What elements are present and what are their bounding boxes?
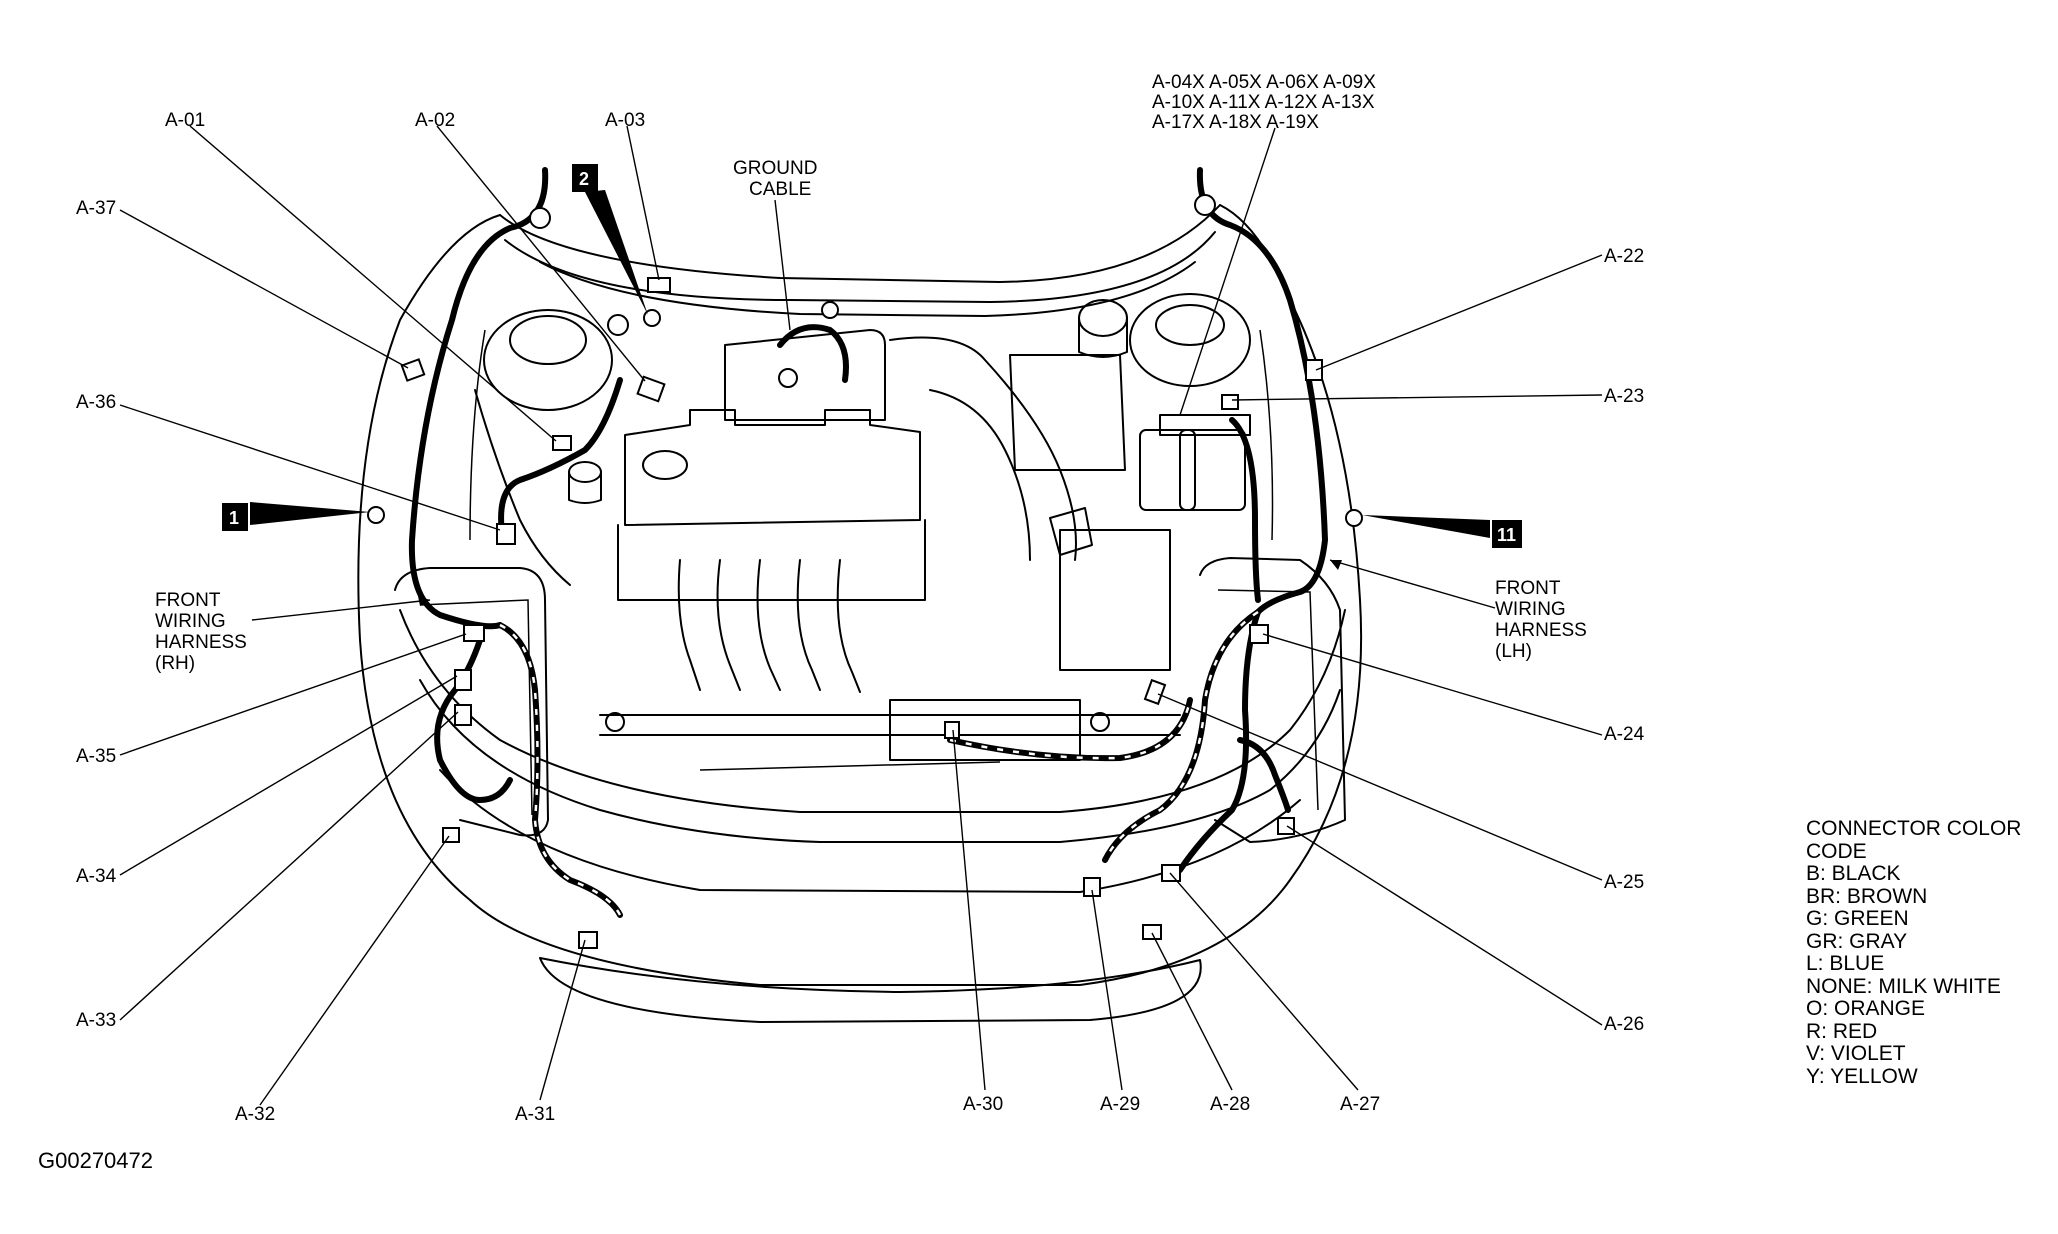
ground-cable: [777, 301, 849, 388]
fuse-relay-block: [1139, 414, 1251, 511]
label-harness-rh-line2: WIRING: [155, 611, 226, 632]
label-ground-cable-line1: GROUND: [733, 158, 817, 179]
leader-lines: [119, 125, 1603, 1106]
callout-labels: A-01 A-02 A-03 A-37 A-36 A-35 A-34 A-33 …: [76, 72, 1645, 1125]
connector-a01: [552, 435, 572, 451]
label-a27: A-27: [1340, 1094, 1380, 1115]
label-a34: A-34: [76, 866, 117, 887]
label-harness-rh-line1: FRONT: [155, 590, 221, 611]
ground-point-11-label: 11: [1497, 525, 1516, 545]
label-a36: A-36: [76, 392, 116, 413]
connector-color-legend: CONNECTOR COLOR CODE B: BLACK BR: BROWN …: [1806, 817, 2022, 1088]
label-a23: A-23: [1604, 386, 1644, 407]
label-a01: A-01: [165, 110, 205, 131]
connector-a37: [400, 358, 426, 382]
ground-point-2: 2: [572, 164, 648, 315]
connector-a22: [1305, 359, 1323, 381]
vehicle-outline: [357, 204, 1363, 1023]
connector-a28: [1142, 924, 1162, 940]
connector-a34: [454, 669, 472, 691]
label-a31: A-31: [515, 1104, 555, 1125]
connector-a02: [636, 375, 666, 403]
legend-title-line1: CONNECTOR COLOR: [1806, 817, 2022, 840]
engine-assembly: [474, 329, 1181, 771]
label-a25: A-25: [1604, 872, 1644, 893]
legend-item-violet: V: VIOLET: [1806, 1042, 1906, 1065]
legend-item-yellow: Y: YELLOW: [1806, 1064, 1918, 1088]
ground-point-1: 1: [222, 502, 370, 531]
label-harness-lh-line1: FRONT: [1495, 578, 1561, 599]
connector-a35: [463, 624, 485, 642]
label-a24: A-24: [1604, 724, 1645, 745]
legend-item-milk-white: NONE: MILK WHITE: [1806, 974, 2001, 998]
label-harness-lh-line2: WIRING: [1495, 599, 1566, 620]
connector-a31: [578, 931, 598, 949]
ground-point-11-terminal: [1345, 509, 1363, 527]
label-a22: A-22: [1604, 246, 1644, 267]
ground-point-2-terminal: [643, 309, 661, 327]
label-a28: A-28: [1210, 1094, 1250, 1115]
ground-point-1-terminal: [367, 506, 385, 524]
label-group-line2: A-10X A-11X A-12X A-13X: [1152, 92, 1375, 113]
label-a32: A-32: [235, 1104, 275, 1125]
connector-a30: [944, 721, 960, 739]
ground-point-11: 11: [1362, 515, 1522, 548]
connector-a27: [1161, 864, 1181, 882]
legend-item-red: R: RED: [1806, 1019, 1878, 1043]
connector-a24: [1249, 624, 1269, 644]
label-group-line3: A-17X A-18X A-19X: [1152, 112, 1319, 133]
connector-a25: [1143, 678, 1167, 706]
connector-a03: [647, 277, 671, 293]
label-a03: A-03: [605, 110, 645, 131]
legend-item-orange: O: ORANGE: [1806, 997, 1926, 1020]
connector-a29: [1083, 877, 1101, 897]
label-harness-lh-line4: (LH): [1495, 641, 1532, 662]
front-wiring-harness-lh: [947, 167, 1328, 873]
connector-a33: [454, 704, 472, 726]
label-a26: A-26: [1604, 1014, 1644, 1035]
ground-point-1-label: 1: [229, 508, 239, 528]
label-a37: A-37: [76, 198, 116, 219]
legend-title-line2: CODE: [1806, 839, 1867, 863]
label-harness-rh-line3: HARNESS: [155, 632, 247, 653]
label-ground-cable-line2: CABLE: [749, 179, 811, 200]
ground-point-2-label: 2: [579, 169, 589, 189]
label-a35: A-35: [76, 746, 116, 767]
connector-a26: [1277, 817, 1295, 835]
label-a02: A-02: [415, 110, 455, 131]
connector-a36: [496, 523, 516, 545]
legend-item-blue: L: BLUE: [1806, 952, 1885, 975]
legend-item-green: G: GREEN: [1806, 907, 1909, 930]
connectors: [367, 194, 1363, 949]
label-a33: A-33: [76, 1010, 116, 1031]
label-a30: A-30: [963, 1094, 1003, 1115]
ground-cable-terminal: [778, 368, 798, 388]
legend-item-black: B: BLACK: [1806, 862, 1901, 885]
label-harness-lh-line3: HARNESS: [1495, 620, 1587, 641]
legend-item-gray: GR: GRAY: [1806, 929, 1908, 953]
legend-item-brown: BR: BROWN: [1806, 884, 1928, 908]
label-group-line1: A-04X A-05X A-06X A-09X: [1152, 72, 1376, 93]
label-a29: A-29: [1100, 1094, 1140, 1115]
connector-a32: [442, 827, 460, 843]
connector-a23: [1221, 394, 1239, 410]
diagram-code: G00270472: [38, 1148, 153, 1173]
label-harness-rh-line4: (RH): [155, 653, 195, 674]
